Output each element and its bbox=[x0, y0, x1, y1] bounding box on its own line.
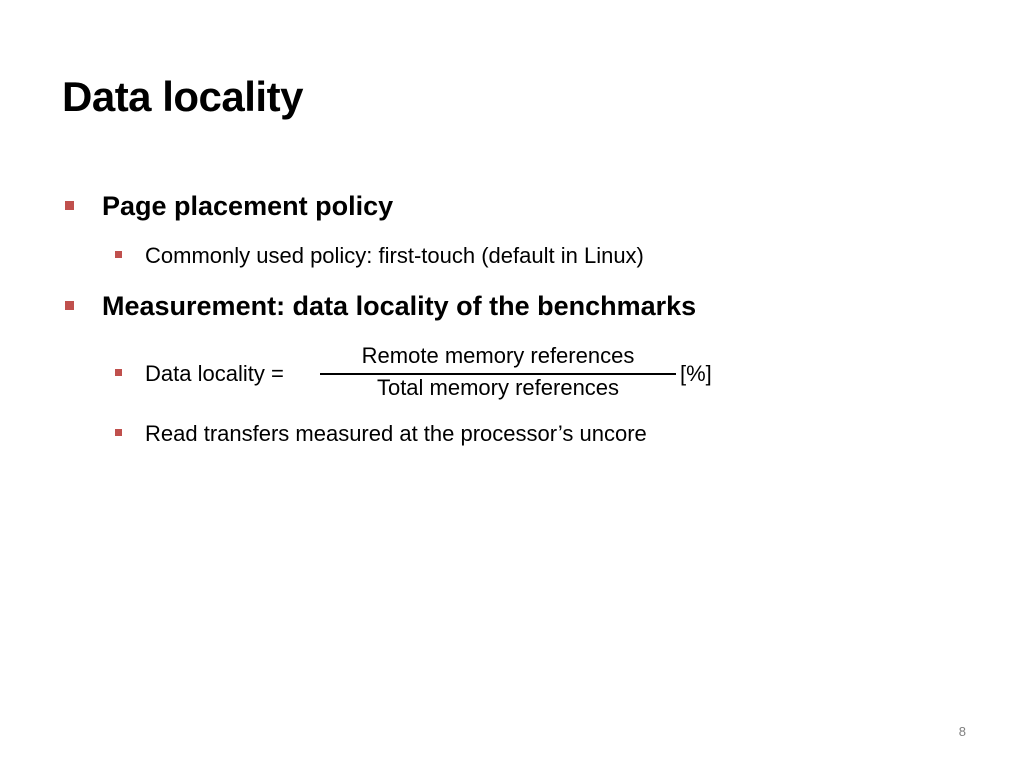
fraction-bar bbox=[320, 373, 676, 375]
page-number: 8 bbox=[958, 724, 966, 739]
bullet-text: Page placement policy bbox=[102, 191, 394, 221]
formula-fraction: Remote memory references Total memory re… bbox=[320, 343, 676, 403]
bullet-text: Measurement: data locality of the benchm… bbox=[102, 291, 697, 321]
square-bullet-icon bbox=[115, 251, 122, 258]
formula-numerator: Remote memory references bbox=[361, 343, 635, 368]
square-bullet-icon bbox=[115, 429, 122, 436]
formula-unit: [%] bbox=[680, 361, 712, 386]
sub-bullet-text: Read transfers measured at the processor… bbox=[145, 421, 647, 446]
square-bullet-icon bbox=[115, 369, 122, 376]
formula-label: Data locality = bbox=[145, 361, 284, 386]
sub-bullet-text: Commonly used policy: first-touch (defau… bbox=[145, 243, 644, 268]
square-bullet-icon bbox=[65, 301, 74, 310]
slide-title: Data locality bbox=[62, 73, 303, 120]
formula-denominator: Total memory references bbox=[376, 375, 620, 400]
square-bullet-icon bbox=[65, 201, 74, 210]
